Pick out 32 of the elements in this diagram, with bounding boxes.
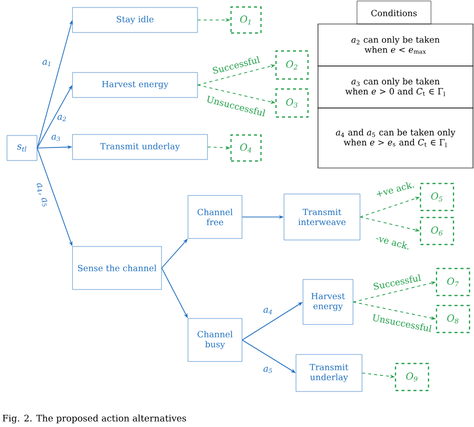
edge-label: a$_{4}$, a$_{5}$ <box>36 183 48 206</box>
table-cell: a$_{3}$ can only be taken when e > 0 and C$_{t}$ ∈ Γ$_{l}$ <box>318 66 474 108</box>
edge-label: a$_{2}$ <box>57 114 66 122</box>
table-header: Conditions <box>356 0 432 24</box>
outcome-box: O$_{2}$ <box>275 50 309 80</box>
edge-label: a$_{3}$ <box>51 134 60 142</box>
outcome-box: O$_{1}$ <box>230 6 262 34</box>
outcome-box: O$_{3}$ <box>275 88 309 118</box>
edge-label: a$_{5}$ <box>263 366 272 374</box>
edge-label: +ve ack. <box>376 182 414 196</box>
edge-label: -ve ack. <box>376 236 408 250</box>
state-box: s$_{tl}$ <box>6 135 38 161</box>
outcome-box: O$_{7}$ <box>436 268 470 296</box>
action-box: Harvest energy <box>72 72 198 98</box>
action-box: Channel free <box>188 195 242 239</box>
table-cell: a$_{2}$ can only be taken when e < e$_{max}$ <box>318 24 474 66</box>
outcome-box: O$_{6}$ <box>420 216 454 246</box>
outcome-box: O$_{4}$ <box>230 134 262 162</box>
table-cell: a$_{4}$ and a$_{5}$ can be taken only when e > e$_{s}$ and C$_{t}$ ∈ Γ$_{l}$ <box>318 108 474 168</box>
action-box: Transmit underlay <box>72 134 208 160</box>
action-box: Stay idle <box>72 7 198 33</box>
action-box: Harvest energy <box>302 279 354 325</box>
action-box: Sense the channel <box>72 246 162 290</box>
outcome-box: O$_{9}$ <box>394 362 430 392</box>
outcome-box: O$_{5}$ <box>420 182 454 212</box>
caption: Fig. 2. The proposed action alternatives <box>2 414 186 424</box>
edge-label: a$_{1}$ <box>42 60 50 66</box>
action-box: Channel busy <box>188 318 242 362</box>
edge-label: a$_{4}$ <box>263 308 272 314</box>
action-box: Transmit interweave <box>284 194 360 240</box>
outcome-box: O$_{8}$ <box>436 304 470 334</box>
action-box: Transmit underlay <box>296 354 362 392</box>
